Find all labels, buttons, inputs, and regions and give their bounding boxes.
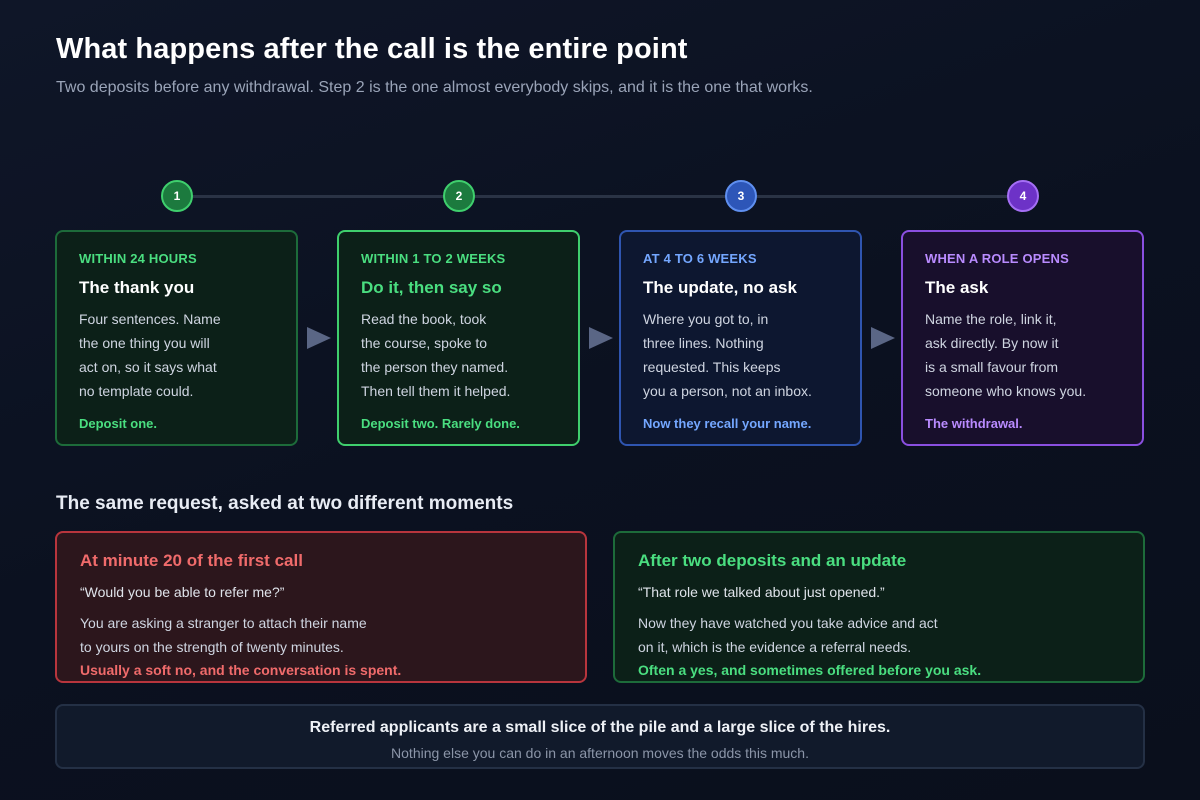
step-node-2: 2 [443,180,475,212]
footer-sub-text: Nothing else you can do in an afternoon … [391,745,809,761]
comparison-outcome: Usually a soft no, and the conversation … [80,662,402,678]
comparison-quote: “That role we talked about just opened.” [638,584,885,600]
comparison-card-bad: At minute 20 of the first call “Would yo… [55,531,587,683]
comparison-card-good: After two deposits and an update “That r… [613,531,1145,683]
step-card-1: WITHIN 24 HOURS The thank you Four sente… [55,230,298,446]
step-node-1: 1 [161,180,193,212]
step-footer: Deposit two. Rarely done. [361,416,520,431]
comparison-outcome: Often a yes, and sometimes offered befor… [638,662,982,678]
step-footer: The withdrawal. [925,416,1023,431]
step-heading: The thank you [79,278,195,297]
step-body: Where you got to, in three lines. Nothin… [643,311,812,399]
comparison-heading: After two deposits and an update [638,551,907,570]
step-node-3: 3 [725,180,757,212]
comparison-body: Now they have watched you take advice an… [638,615,938,655]
step-label: WITHIN 1 TO 2 WEEKS [361,251,506,266]
page-subtitle: Two deposits before any withdrawal. Step… [56,79,813,96]
step-node-4: 4 [1007,180,1039,212]
arrow-right-icon [871,327,895,349]
step-card-4: WHEN A ROLE OPENS The ask Name the role,… [901,230,1144,446]
step-heading: The ask [925,278,989,297]
step-label: WITHIN 24 HOURS [79,251,197,266]
summary-footer: Referred applicants are a small slice of… [55,704,1145,769]
page-title: What happens after the call is the entir… [56,33,688,65]
step-body: Name the role, link it, ask directly. By… [925,311,1087,399]
step-heading: The update, no ask [643,278,797,297]
step-body: Four sentences. Name the one thing you w… [79,311,221,399]
step-footer: Deposit one. [79,416,158,431]
step-label: AT 4 TO 6 WEEKS [643,251,757,266]
step-body: Read the book, took the course, spoke to… [361,311,511,399]
step-card-2: WITHIN 1 TO 2 WEEKS Do it, then say so R… [337,230,580,446]
comparison-quote: “Would you be able to refer me?” [80,584,285,600]
timeline-track [177,195,1023,198]
comparison-heading: At minute 20 of the first call [80,551,303,570]
comparison-title: The same request, asked at two different… [56,493,514,514]
step-label: WHEN A ROLE OPENS [925,251,1070,266]
footer-main-text: Referred applicants are a small slice of… [309,719,891,736]
step-footer: Now they recall your name. [643,416,812,431]
arrow-right-icon [307,327,331,349]
step-heading: Do it, then say so [361,278,502,297]
comparison-body: You are asking a stranger to attach thei… [80,615,367,655]
step-card-3: AT 4 TO 6 WEEKS The update, no ask Where… [619,230,862,446]
arrow-right-icon [589,327,613,349]
